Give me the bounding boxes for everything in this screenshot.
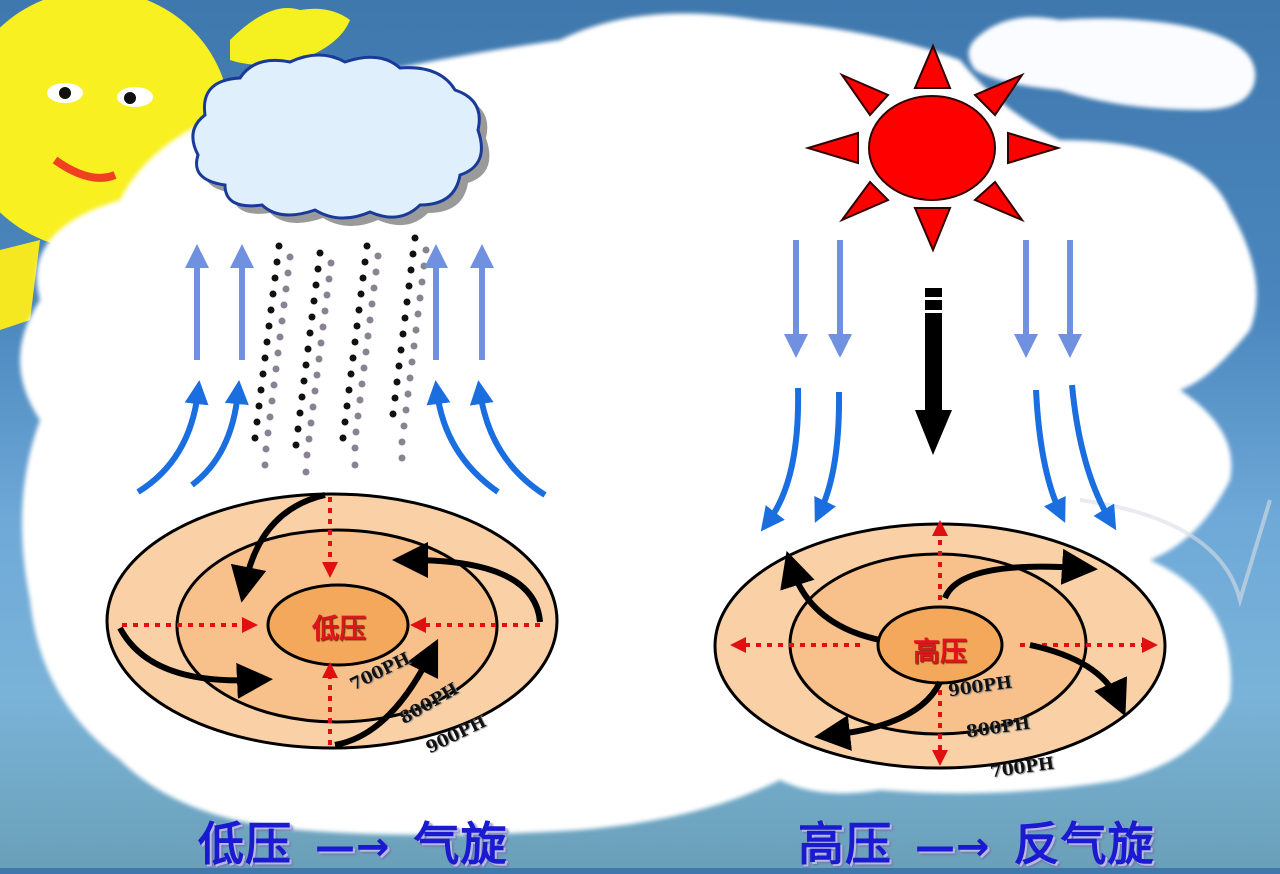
subsidence-arrow-icon — [915, 288, 952, 455]
rising-air-arrows — [185, 244, 494, 360]
low-pressure-center-label: 低压 — [312, 614, 366, 645]
low-pressure-system — [105, 492, 559, 750]
arrow-icon: —→ — [915, 824, 991, 870]
left-panel-cyclone — [105, 53, 559, 750]
title-cyclone: 气旋 — [413, 817, 508, 871]
title-low-pressure: 低压 — [198, 817, 292, 871]
sinking-air-arrows — [784, 240, 1082, 358]
diverging-air-arrows — [760, 384, 1117, 532]
rain-cloud-icon — [191, 53, 490, 227]
arrow-icon: —→ — [315, 824, 391, 870]
title-high-pressure: 高压 — [798, 817, 892, 871]
anticyclone-title: 高压 —→ 反气旋 — [798, 808, 1155, 874]
converging-air-arrows — [136, 380, 547, 498]
high-pressure-center-label: 高压 — [913, 637, 967, 668]
high-pressure-system — [713, 520, 1167, 770]
right-panel-anticyclone — [713, 43, 1167, 770]
sun-icon — [804, 43, 1062, 253]
title-anticyclone: 反气旋 — [1013, 817, 1155, 871]
cyclone-title: 低压 —→ 气旋 — [198, 808, 508, 874]
